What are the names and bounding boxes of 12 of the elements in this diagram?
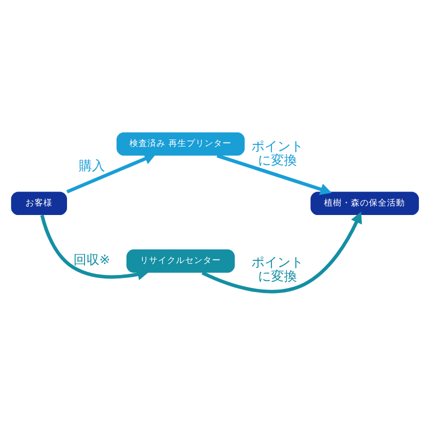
node-box: 植樹・森の保全活動 [310,191,419,215]
arrow [40,214,149,280]
edge-label: ポイントに変換 [252,139,304,168]
node-box: 検査済み 再生プリンター [116,132,245,156]
node-box: お客様 [11,191,68,215]
arrow [202,211,362,293]
node-box: リサイクルセンター [126,248,235,272]
arrow [66,152,156,193]
edge-label: ポイントに変換 [252,255,304,284]
edge-label: 回収※ [73,252,110,268]
edge-label: 購入 [78,158,105,174]
arrow [216,153,332,195]
